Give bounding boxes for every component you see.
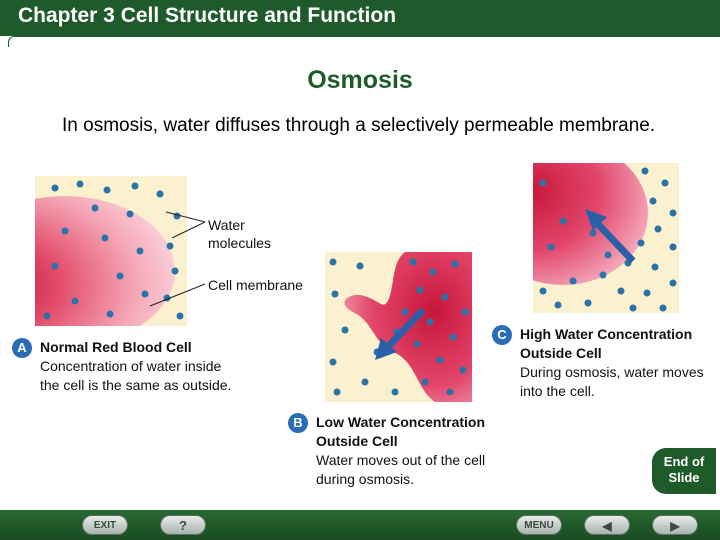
chapter-title: Chapter 3 Cell Structure and Function — [18, 4, 397, 27]
panel-c-illustration — [533, 163, 679, 313]
panel-b-label: Low Water Concentration Outside Cell Wat… — [316, 413, 516, 489]
panel-c-badge: C — [492, 325, 512, 345]
panel-b-illustration — [325, 252, 472, 402]
help-button[interactable]: ? — [160, 515, 206, 535]
slide-title: Osmosis — [307, 66, 413, 94]
previous-button[interactable]: ◀ — [584, 515, 630, 535]
end-of-slide-tab[interactable]: End of Slide — [652, 448, 716, 494]
intro-text: In osmosis, water diffuses through a sel… — [62, 115, 656, 136]
panel-c-title: High Water Concentration Outside Cell — [520, 326, 693, 361]
header-rule — [8, 36, 720, 47]
callout-membrane-label: Cell membrane — [208, 277, 303, 293]
panel-b-body: Water moves out of the cell during osmos… — [316, 452, 486, 487]
next-button[interactable]: ▶ — [652, 515, 698, 535]
end-of-slide-line2: Slide — [668, 470, 700, 485]
header-bar: Chapter 3 Cell Structure and Function — [0, 0, 720, 36]
panel-a-title: Normal Red Blood Cell — [40, 339, 192, 355]
exit-button[interactable]: EXIT — [82, 515, 128, 535]
panel-a-body: Concentration of water inside the cell i… — [40, 358, 232, 393]
panel-b-title: Low Water Concentration Outside Cell — [316, 414, 486, 449]
menu-button[interactable]: MENU — [516, 515, 562, 535]
callout-water-molecules: Water molecules — [208, 216, 288, 252]
panel-a-label: Normal Red Blood Cell Concentration of w… — [40, 338, 240, 395]
panel-a-badge: A — [12, 338, 32, 358]
nav-bar: EXIT ? MENU ◀ ▶ — [0, 510, 720, 540]
callout-cell-membrane: Cell membrane — [208, 276, 328, 294]
callout-water-label: Water molecules — [208, 217, 272, 251]
panel-c-label: High Water Concentration Outside Cell Du… — [520, 325, 716, 401]
panel-b-badge: B — [288, 413, 308, 433]
panel-c-body: During osmosis, water moves into the cel… — [520, 364, 704, 399]
end-of-slide-line1: End of — [663, 454, 705, 469]
